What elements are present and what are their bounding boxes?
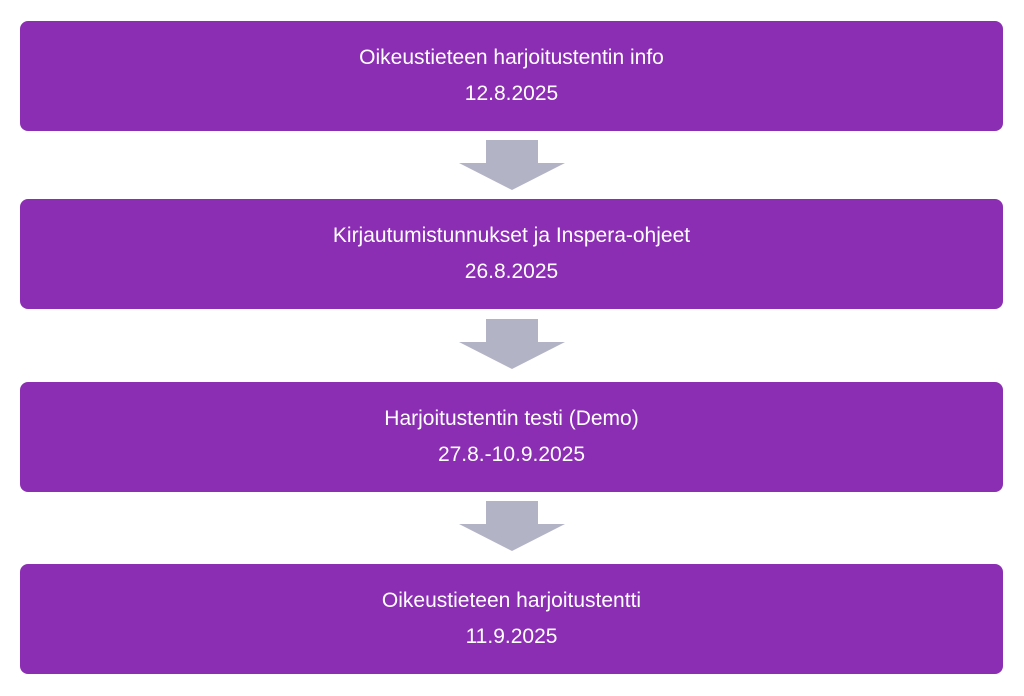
step-date: 12.8.2025 (464, 82, 559, 105)
down-arrow-icon (459, 319, 565, 369)
step-practice-exam: Oikeustieteen harjoitustentti 11.9.2025 (20, 564, 1003, 674)
step-title: Oikeustieteen harjoitustentin info (359, 46, 664, 69)
step-date: 27.8.-10.9.2025 (437, 443, 586, 466)
step-info: Oikeustieteen harjoitustentin info 12.8.… (20, 21, 1003, 131)
down-arrow-icon (459, 501, 565, 551)
step-demo-test: Harjoitustentin testi (Demo) 27.8.-10.9.… (20, 382, 1003, 492)
down-arrow-icon (459, 140, 565, 190)
step-title: Oikeustieteen harjoitustentti (381, 589, 642, 612)
step-credentials: Kirjautumistunnukset ja Inspera-ohjeet 2… (20, 199, 1003, 309)
step-title: Kirjautumistunnukset ja Inspera-ohjeet (332, 224, 691, 247)
step-date: 26.8.2025 (464, 260, 559, 283)
step-title: Harjoitustentin testi (Demo) (384, 407, 639, 430)
step-date: 11.9.2025 (465, 625, 558, 648)
